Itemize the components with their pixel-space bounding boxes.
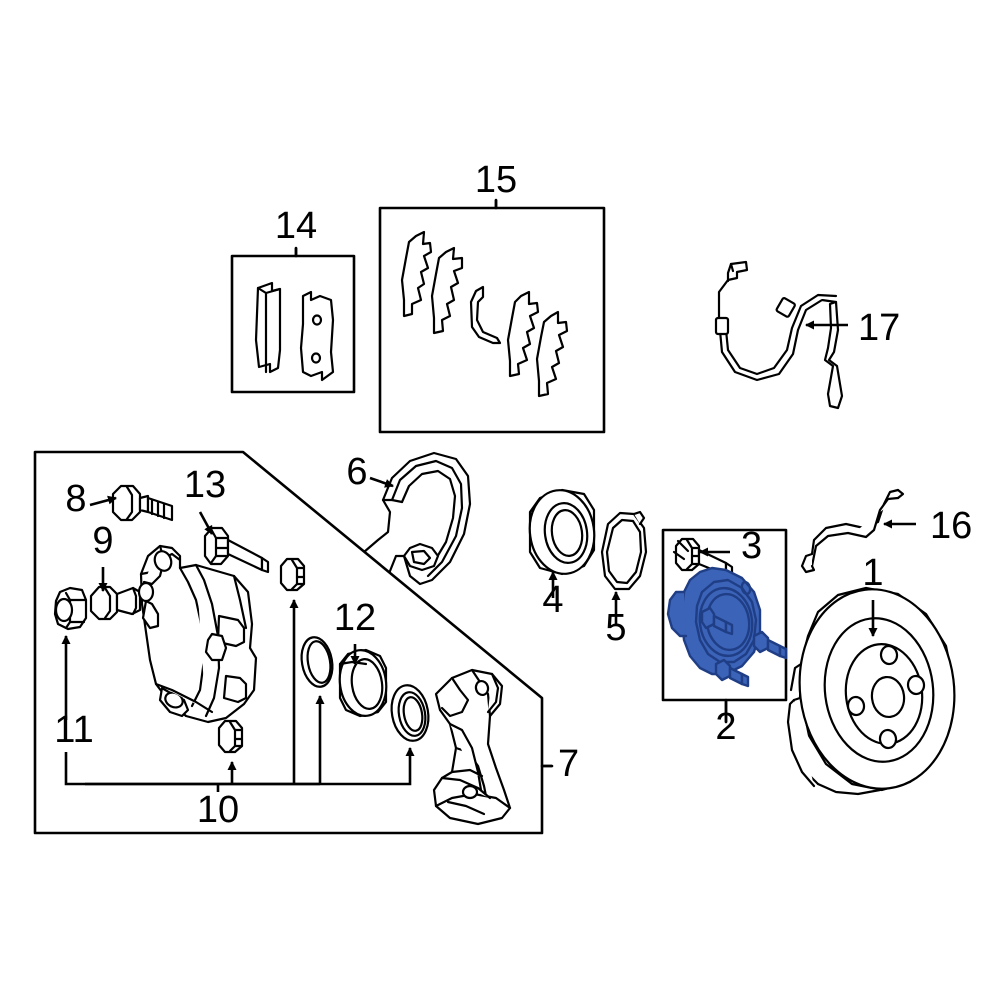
leader-13 <box>198 511 214 535</box>
callout-13: 13 <box>184 464 226 506</box>
snap-ring-shape <box>600 510 648 591</box>
pad-shim-set <box>400 230 569 398</box>
callout-3: 3 <box>741 525 762 567</box>
bleeder-cap-nut-shape <box>53 586 88 631</box>
wheel-hub-assembly-shape <box>666 566 788 688</box>
callout-2: 2 <box>715 706 736 748</box>
box-part-14 <box>230 246 356 394</box>
piston-seal-right <box>390 684 430 742</box>
callout-10: 10 <box>197 789 239 831</box>
brake-caliper-body <box>137 544 258 724</box>
callout-4: 4 <box>542 579 563 621</box>
caliper-slide-pin-shape <box>203 526 270 574</box>
callout-14: 14 <box>275 205 317 247</box>
abs-wheel-speed-sensor-shape <box>714 260 844 410</box>
callout-16: 16 <box>930 505 972 547</box>
leader-8 <box>89 495 117 507</box>
brake-hose-shape <box>800 488 905 574</box>
brake-pad-inner <box>254 281 335 382</box>
wheel-bearing-shape <box>528 488 596 576</box>
callout-12: 12 <box>334 597 376 639</box>
callout-7: 7 <box>558 743 579 785</box>
caliper-bracket-shape <box>432 668 512 826</box>
brake-rotor-shape <box>786 586 956 796</box>
callout-5: 5 <box>605 607 626 649</box>
leader-6 <box>369 476 394 488</box>
callout-9: 9 <box>92 520 113 562</box>
caliper-guide-bolt-shape <box>111 484 174 522</box>
piston-seal-left <box>300 636 334 688</box>
bleeder-screw-shape <box>89 585 142 621</box>
callout-15: 15 <box>475 159 517 201</box>
caliper-bushing-upper <box>279 557 306 592</box>
callout-layer: 1 2 3 4 5 6 7 8 9 10 11 12 13 14 15 16 1… <box>54 159 972 831</box>
caliper-piston-shape <box>338 648 388 718</box>
callout-1: 1 <box>862 552 883 594</box>
box-part-15 <box>378 198 606 434</box>
callout-17: 17 <box>858 307 900 349</box>
caliper-bushing-lower <box>217 719 244 754</box>
callout-6: 6 <box>346 451 367 493</box>
callout-8: 8 <box>65 478 86 520</box>
callout-11: 11 <box>54 709 93 751</box>
